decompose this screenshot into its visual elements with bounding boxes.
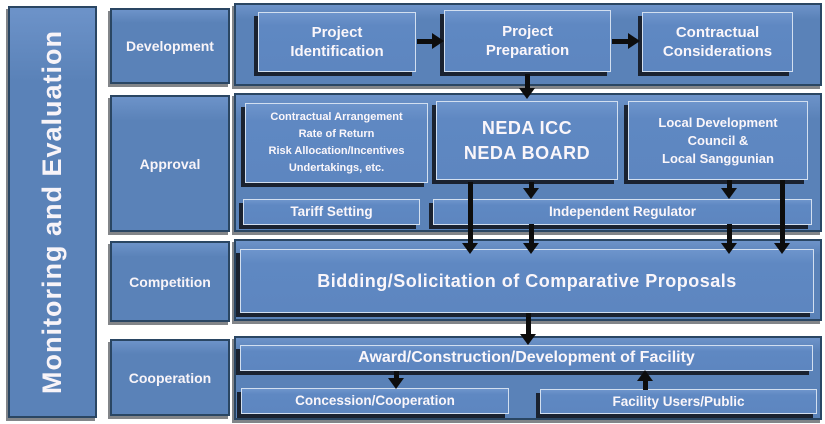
arrow-neda-to-bidding-left [462, 182, 478, 254]
neda-line: NEDA ICC [481, 117, 573, 138]
arrow-regulator-to-bidding-right [721, 224, 737, 254]
arrow-neda-to-regulator [523, 182, 539, 199]
arrow-bidding-to-award [520, 313, 536, 345]
independent-regulator-bar: Independent Regulator [433, 199, 812, 225]
tariff-setting-bar: Tariff Setting [243, 199, 420, 225]
arrow-preparation-to-contractual [612, 33, 640, 49]
monitoring-evaluation-label: Monitoring and Evaluation [37, 30, 67, 394]
approval-row-label: Approval [110, 95, 230, 232]
award-bar: Award/Construction/Development of Facili… [240, 345, 813, 371]
facility-users-box: Facility Users/Public [540, 389, 817, 414]
arrow-regulator-to-bidding-left [523, 224, 539, 254]
neda-box: NEDA ICC NEDA BOARD [436, 101, 618, 180]
concession-box: Concession/Cooperation [241, 388, 509, 414]
development-panel: Project Identification Project Preparati… [234, 3, 822, 86]
arrow-preparation-to-neda [519, 74, 535, 99]
contract-term-line: Risk Allocation/Incentives [268, 145, 405, 157]
contractual-considerations-box: Contractual Considerations [642, 12, 793, 72]
contract-terms-box: Contractual Arrangement Rate of Return R… [245, 103, 428, 183]
local-council-line: Council & [687, 132, 749, 148]
contract-term-line: Contractual Arrangement [270, 111, 403, 123]
arrow-award-to-concession [388, 371, 404, 389]
arrow-council-to-regulator [721, 180, 737, 199]
contract-term-line: Undertakings, etc. [288, 162, 385, 174]
bidding-box: Bidding/Solicitation of Comparative Prop… [240, 249, 814, 313]
local-council-box: Local Development Council & Local Sanggu… [628, 101, 808, 180]
competition-row-label: Competition [110, 241, 230, 322]
contract-term-line: Rate of Return [298, 128, 375, 140]
local-council-line: Local Sanggunian [662, 150, 774, 166]
arrow-council-to-bidding-right [774, 180, 790, 254]
approval-panel: Contractual Arrangement Rate of Return R… [234, 93, 822, 232]
project-preparation-box: Project Preparation [444, 10, 611, 72]
project-identification-box: Project Identification [258, 12, 416, 72]
cooperation-panel: Award/Construction/Development of Facili… [234, 336, 822, 420]
local-council-line: Local Development [658, 114, 778, 130]
neda-line: NEDA BOARD [463, 142, 591, 163]
monitoring-evaluation-sidebar: Monitoring and Evaluation [8, 6, 97, 418]
arrow-identification-to-preparation [417, 33, 444, 49]
development-row-label: Development [110, 8, 230, 84]
arrow-facility-to-award [637, 370, 653, 390]
cooperation-row-label: Cooperation [110, 339, 230, 416]
